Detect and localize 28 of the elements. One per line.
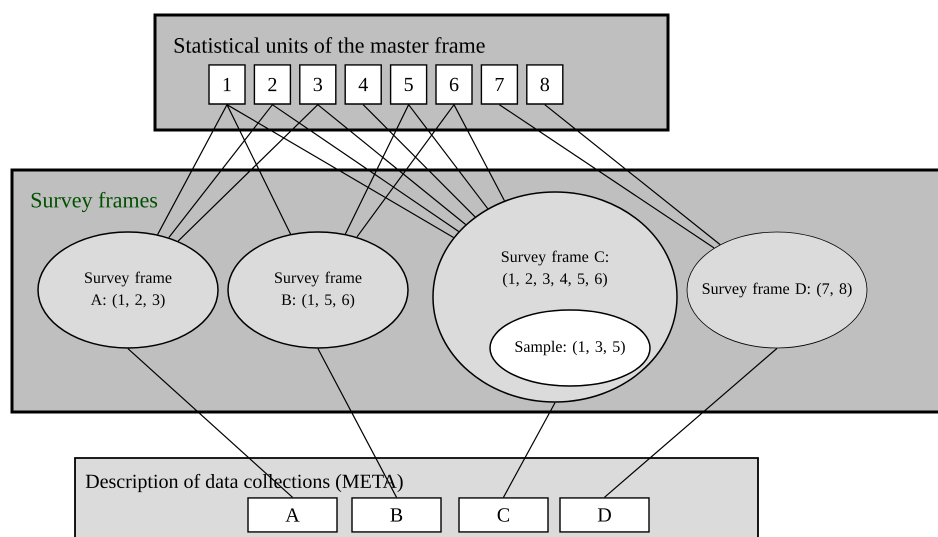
collection-box: D	[559, 497, 650, 533]
connector-line	[362, 104, 476, 218]
connector-line	[453, 104, 505, 201]
connector-line	[499, 104, 714, 249]
connector-line	[178, 104, 318, 242]
connector-line	[226, 104, 454, 238]
unit-box: 2	[254, 64, 292, 105]
unit-box: 3	[299, 64, 336, 105]
collection-box: C	[458, 497, 549, 533]
collection-box: B	[351, 497, 442, 533]
connector-line	[344, 104, 410, 234]
collection-box: A	[247, 497, 338, 533]
connector-line	[356, 104, 454, 238]
connector-line	[157, 104, 228, 235]
unit-box: 6	[435, 64, 473, 105]
unit-box: 5	[390, 64, 428, 105]
unit-box: 1	[208, 64, 246, 105]
connector-line	[272, 104, 460, 232]
unit-box: 4	[344, 64, 382, 105]
unit-box: 7	[480, 64, 518, 105]
connector-line	[604, 348, 778, 498]
connector-line	[544, 104, 720, 246]
connector-line	[128, 348, 293, 498]
connector-line	[168, 104, 273, 238]
connector-line	[226, 104, 292, 234]
connector-line	[317, 104, 466, 225]
unit-box: 8	[526, 64, 564, 105]
connector-line	[408, 104, 488, 209]
